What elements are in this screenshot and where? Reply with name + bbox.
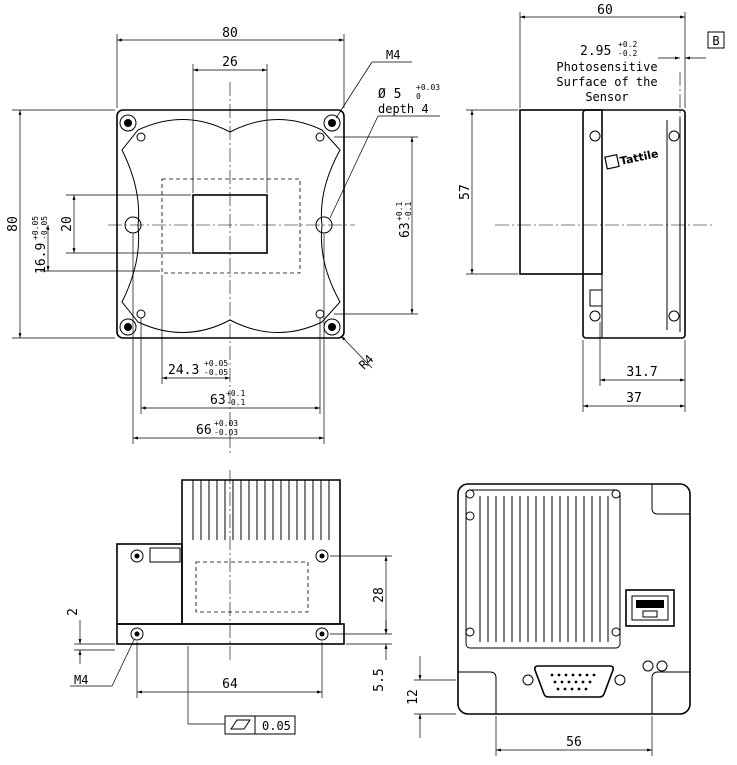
side-height-label: 57 — [458, 184, 473, 200]
front-pin-pitch-label: 66 — [196, 423, 212, 438]
front-width-label: 80 — [222, 26, 238, 41]
front-pin-tol-upper: +0.03 — [416, 83, 440, 92]
front-sensor-board-hidden — [161, 178, 301, 274]
bottom-hidden-recess — [195, 561, 309, 613]
bottom-screw-top-left — [130, 549, 144, 563]
rear-connector-height-label: 12 — [406, 689, 421, 705]
side-connector-stub — [589, 289, 603, 307]
side-note-line2: Surface of the — [556, 75, 657, 89]
datum-b-box — [707, 31, 725, 49]
front-sensor-width-label: 26 — [222, 55, 238, 70]
rear-fins — [479, 496, 609, 642]
rear-led-2 — [656, 660, 668, 672]
bottom-fin-block — [181, 479, 341, 625]
rear-screw-4 — [611, 489, 621, 499]
front-screw-top-left — [119, 114, 137, 132]
side-view: Tattile 60 B 2.95 +0.2 -0.2 Photosensiti… — [458, 3, 725, 412]
front-pin-hole-label: Ø 5 — [378, 87, 401, 102]
side-sensor-offset-tol-upper: +0.2 — [618, 40, 637, 49]
front-screw-top-right — [323, 114, 341, 132]
bottom-edge-offset-label: 5.5 — [372, 668, 387, 691]
front-offset-x-label: 24.3 — [168, 363, 199, 378]
front-screw-bottom-left — [119, 318, 137, 336]
side-sensor-offset-label: 2.95 — [580, 44, 611, 59]
rear-screw-1 — [465, 489, 475, 499]
side-sensor-offset-tol-lower: -0.2 — [618, 49, 637, 58]
side-body-depth-label: 37 — [626, 391, 642, 406]
front-heatsink-plate — [121, 119, 341, 333]
rear-housing-outline — [457, 483, 691, 715]
dsub-connector — [522, 665, 626, 698]
rear-connector-width-label: 56 — [566, 735, 582, 750]
front-pitch-v-label: 63 — [398, 222, 413, 238]
bottom-screw-top-right — [315, 549, 329, 563]
side-depth-label: 60 — [597, 3, 613, 18]
front-sensor-height-label: 20 — [60, 216, 75, 232]
front-pitch-v-tol-lower: -0.1 — [404, 202, 413, 221]
rear-screw-3 — [465, 627, 475, 637]
bottom-thread-label: M4 — [74, 673, 88, 687]
front-offset-y-tol-upper: +0.05 — [31, 216, 40, 240]
front-hole-top-right — [315, 132, 325, 142]
rear-heatsink-panel — [465, 489, 621, 649]
front-offset-x-tol-upper: +0.05 — [204, 359, 228, 368]
front-hole-bottom-left — [136, 309, 146, 319]
front-pin-depth-label: depth 4 — [378, 102, 429, 116]
tattile-logo-text: Tattile — [619, 147, 660, 168]
bottom-screw-bottom-right — [315, 627, 329, 641]
side-screw-top-right — [668, 130, 680, 142]
bottom-fins — [192, 480, 330, 540]
front-pitch-h-label: 63 — [210, 393, 226, 408]
flatness-value-label: 0.05 — [262, 719, 291, 733]
tattile-logo: Tattile — [604, 147, 660, 170]
front-screw-bottom-right — [323, 318, 341, 336]
side-hole-distance-label: 31.7 — [626, 365, 657, 380]
bottom-view: 2 M4 64 28 5.5 0.05 — [66, 470, 392, 735]
datum-b-label: B — [712, 34, 719, 48]
front-pitch-h-tol-upper: +0.1 — [226, 389, 245, 398]
side-front-block — [582, 109, 686, 339]
front-offset-x-tol-lower: -0.05 — [204, 368, 228, 377]
front-pitch-h-tol-lower: -0.1 — [226, 398, 245, 407]
front-pin-pitch-tol-lower: -0.03 — [214, 428, 238, 437]
front-offset-y-tol-lower: -0.05 — [40, 216, 49, 240]
front-pin-pitch-tol-upper: +0.03 — [214, 419, 238, 428]
front-view: 80 26 M4 Ø 5 +0.03 0 depth 4 80 20 16.9 — [6, 26, 440, 455]
bottom-flange-plate — [116, 623, 345, 645]
bottom-screw-bottom-left — [130, 627, 144, 641]
flatness-frame — [224, 715, 296, 735]
rear-screw-2 — [465, 511, 475, 521]
side-screw-bottom-left — [589, 310, 601, 322]
bottom-hole-pitch-label: 64 — [222, 677, 238, 692]
front-pin-tol-lower: 0 — [416, 92, 421, 101]
front-hole-bottom-right — [315, 309, 325, 319]
side-screw-top-left — [589, 130, 601, 142]
bottom-hole-height-label: 28 — [372, 587, 387, 603]
bottom-cable-stub — [149, 547, 181, 563]
side-note-line3: Sensor — [585, 90, 628, 104]
ethernet-port — [625, 589, 675, 627]
front-offset-y-label: 16.9 — [34, 243, 49, 274]
side-screw-bottom-right — [668, 310, 680, 322]
flatness-symbol — [230, 719, 251, 730]
front-housing-outline — [116, 109, 345, 339]
front-hole-top-left — [136, 132, 146, 142]
bottom-flange-label: 2 — [66, 608, 81, 616]
side-note-line1: Photosensitive — [556, 60, 657, 74]
front-thread-label: M4 — [386, 48, 400, 62]
front-height-label: 80 — [6, 216, 21, 232]
rear-view: 12 56 — [406, 483, 691, 756]
rear-screw-5 — [611, 627, 621, 637]
front-pitch-v-tol-upper: +0.1 — [395, 202, 404, 221]
rear-led-1 — [642, 660, 654, 672]
